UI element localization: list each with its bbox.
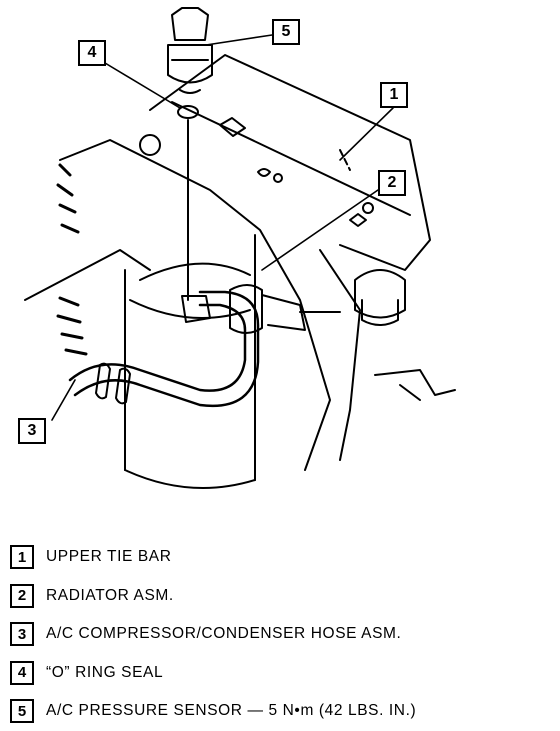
legend-number: 3 bbox=[10, 622, 34, 647]
exploded-view-drawing bbox=[24, 7, 456, 489]
side-fitting bbox=[354, 269, 456, 401]
pressure-sensor bbox=[167, 7, 213, 94]
callout-4: 4 bbox=[78, 40, 106, 66]
hose-assembly bbox=[68, 284, 341, 408]
legend-label: “O” RING SEAL bbox=[46, 663, 164, 681]
callout-3: 3 bbox=[18, 418, 46, 444]
legend-item-pressure-sensor: 5 A/C PRESSURE SENSOR — 5 N•m (42 LBS. I… bbox=[10, 692, 555, 731]
o-ring-seal bbox=[177, 105, 199, 119]
legend-item-upper-tie-bar: 1 UPPER TIE BAR bbox=[10, 538, 555, 577]
legend-item-o-ring: 4 “O” RING SEAL bbox=[10, 654, 555, 693]
legend-number: 2 bbox=[10, 583, 34, 608]
radiator-assembly bbox=[24, 134, 361, 489]
callout-2: 2 bbox=[378, 170, 406, 196]
callout-1: 1 bbox=[380, 82, 408, 108]
legend-item-radiator: 2 RADIATOR ASM. bbox=[10, 577, 555, 616]
leader-lines bbox=[51, 34, 394, 421]
legend-label: A/C PRESSURE SENSOR — 5 N•m (42 LBS. IN.… bbox=[46, 702, 417, 720]
legend-label: RADIATOR ASM. bbox=[46, 586, 174, 604]
legend-number: 1 bbox=[10, 545, 34, 570]
callout-5: 5 bbox=[272, 19, 300, 45]
legend-item-hose: 3 A/C COMPRESSOR/CONDENSER HOSE ASM. bbox=[10, 615, 555, 654]
parts-legend: 1 UPPER TIE BAR 2 RADIATOR ASM. 3 A/C CO… bbox=[10, 538, 555, 731]
legend-number: 4 bbox=[10, 660, 34, 685]
legend-number: 5 bbox=[10, 699, 34, 724]
legend-label: UPPER TIE BAR bbox=[46, 548, 172, 566]
legend-label: A/C COMPRESSOR/CONDENSER HOSE ASM. bbox=[46, 625, 402, 643]
